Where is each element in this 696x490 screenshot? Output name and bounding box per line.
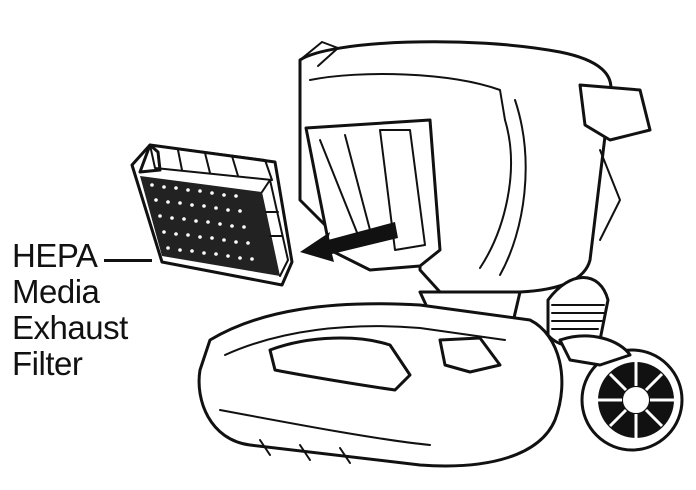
callout-line-2: Media (12, 273, 100, 310)
callout-line-4: Filter (12, 345, 83, 382)
vacuum-floorhead-icon (197, 302, 564, 468)
hepa-filter-icon (130, 143, 294, 287)
callout-line-1: HEPA (12, 237, 98, 274)
callout-leader-line (104, 259, 152, 262)
callout-line-3: Exhaust (12, 309, 128, 346)
callout-label: HEPA Media Exhaust Filter (12, 238, 128, 382)
removal-arrow-icon (300, 222, 398, 262)
vacuum-wheel-icon (558, 334, 684, 452)
vacuum-hose-icon (546, 276, 610, 349)
vacuum-body-icon (298, 40, 652, 294)
